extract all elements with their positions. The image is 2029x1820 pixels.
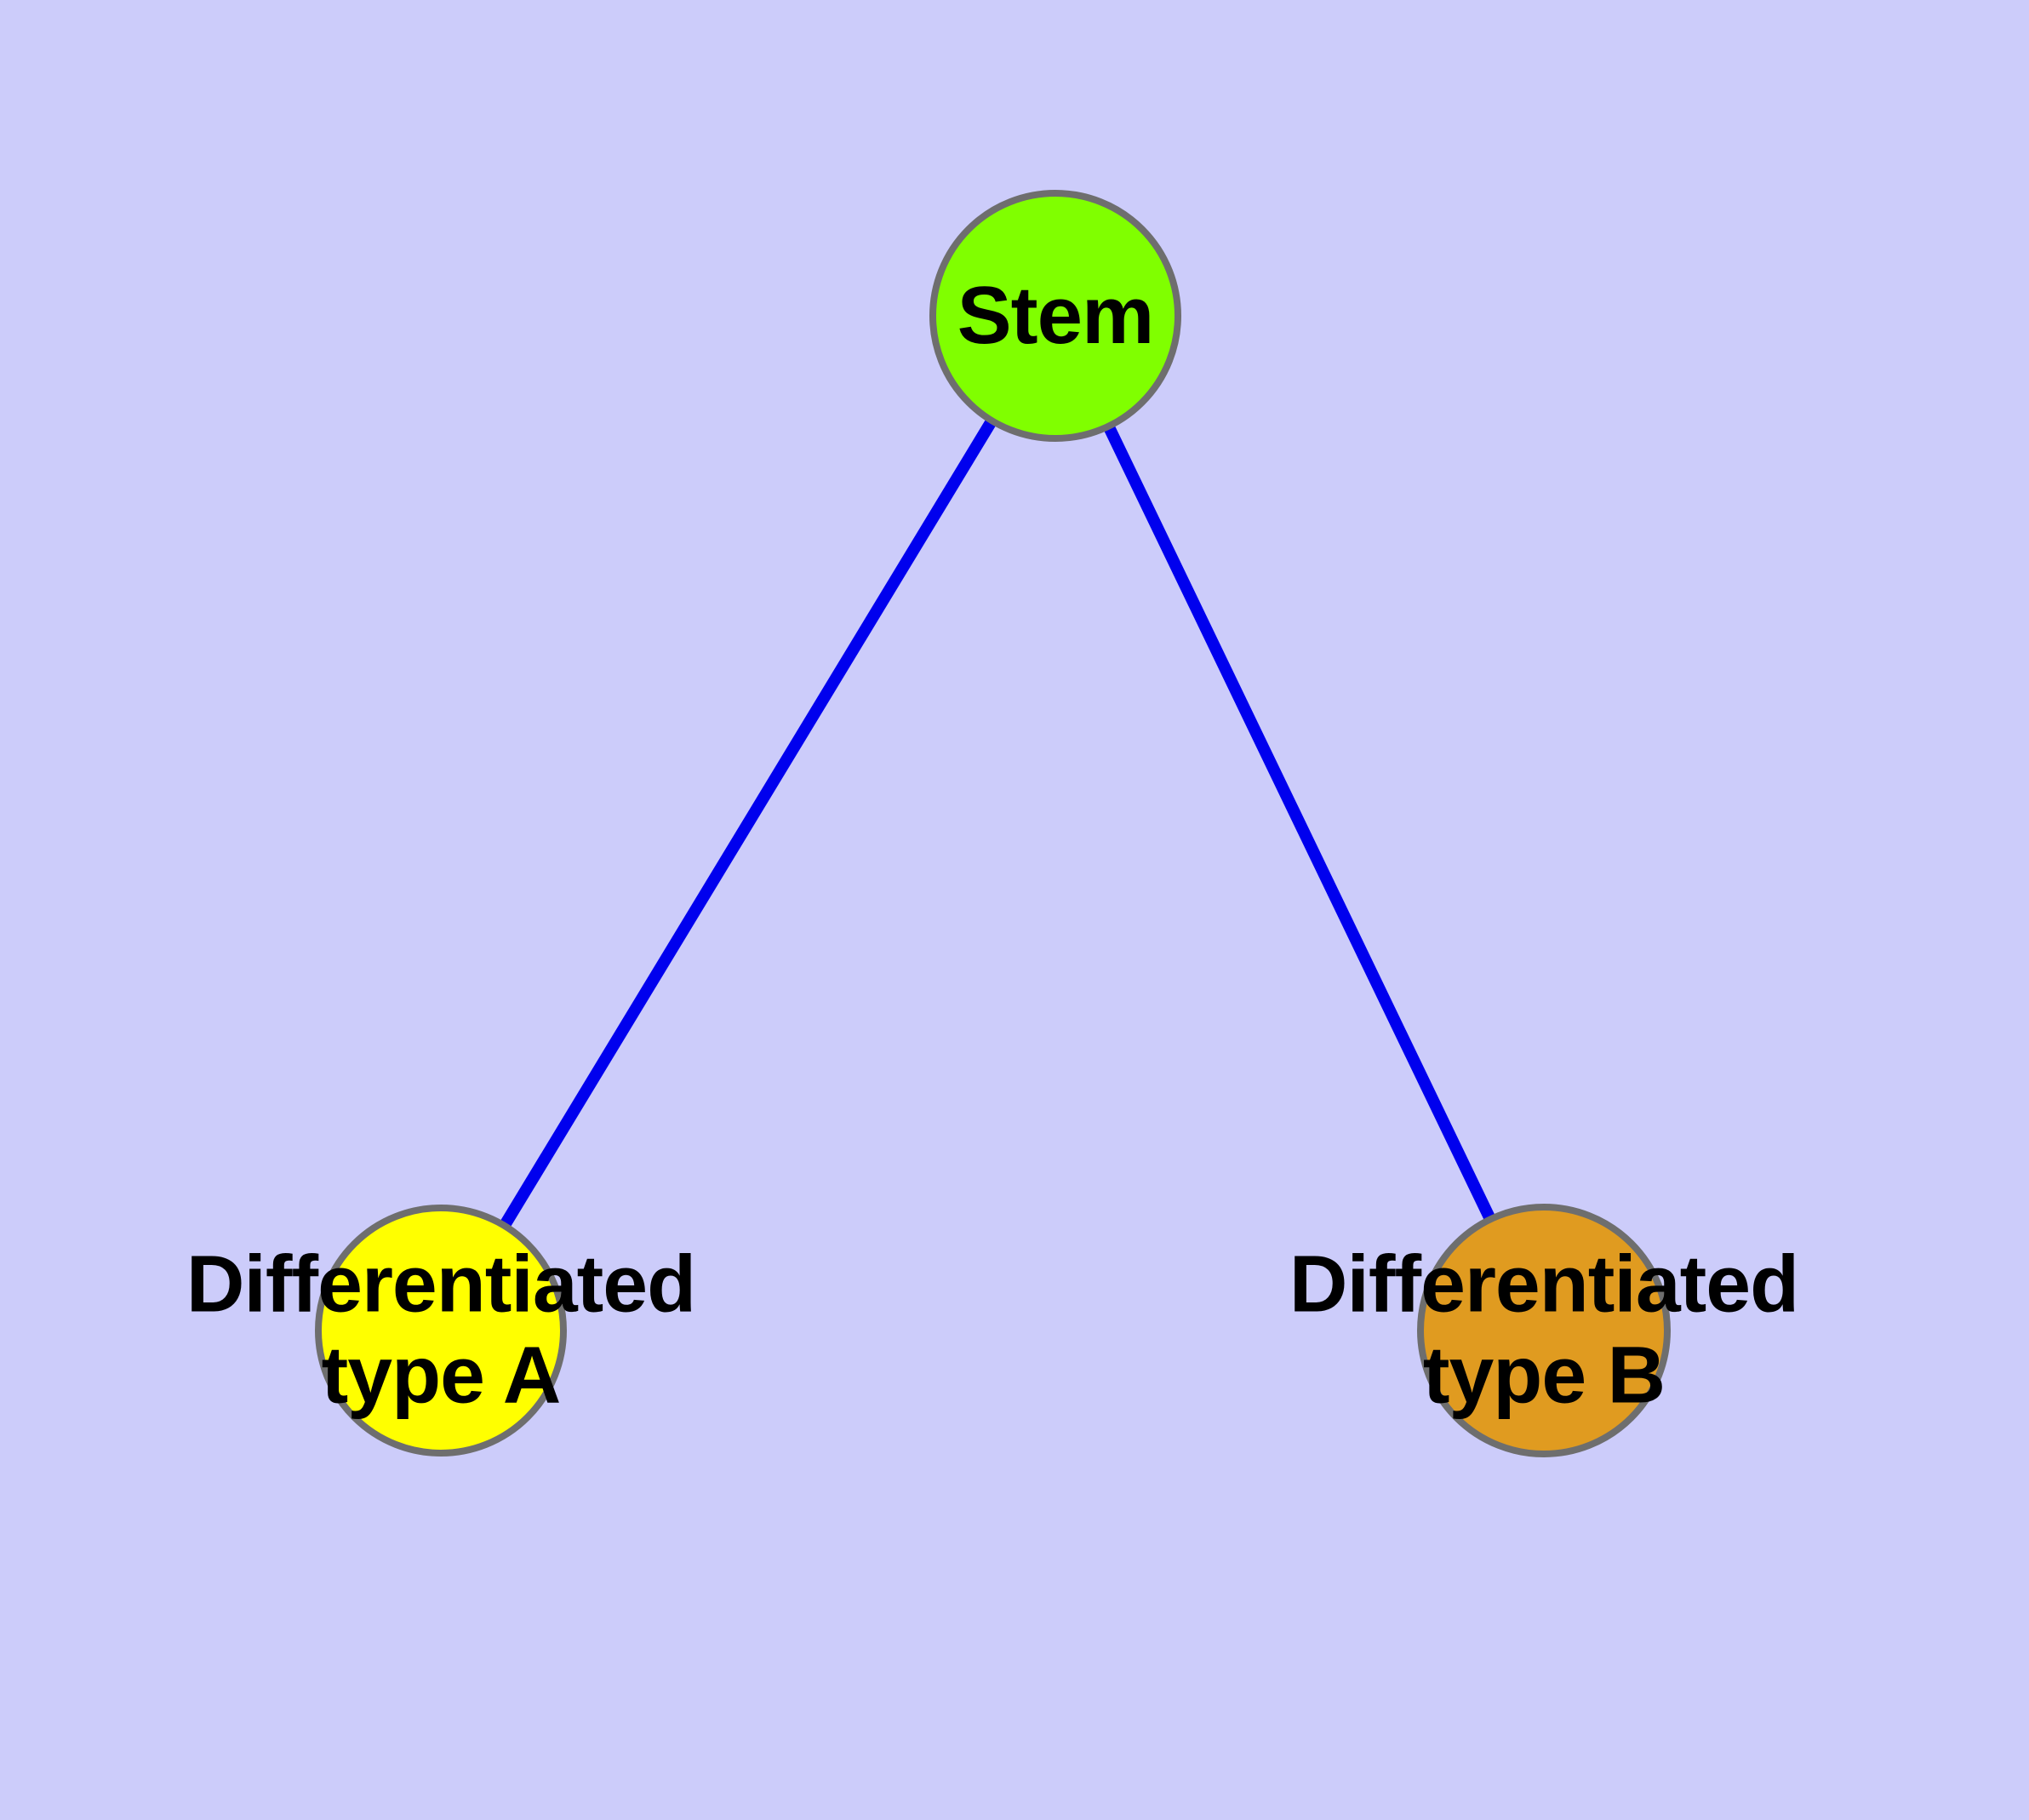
edge-stem-to-diff_b[interactable] [1049, 312, 1550, 1334]
node-circle-diff_a[interactable] [315, 1205, 567, 1457]
edge-stem-to-diff_a[interactable] [436, 312, 1060, 1334]
edge-layer [436, 312, 1550, 1334]
node-circle-stem[interactable] [929, 190, 1181, 442]
node-layer [315, 190, 1671, 1457]
node-circle-diff_b[interactable] [1417, 1204, 1671, 1457]
